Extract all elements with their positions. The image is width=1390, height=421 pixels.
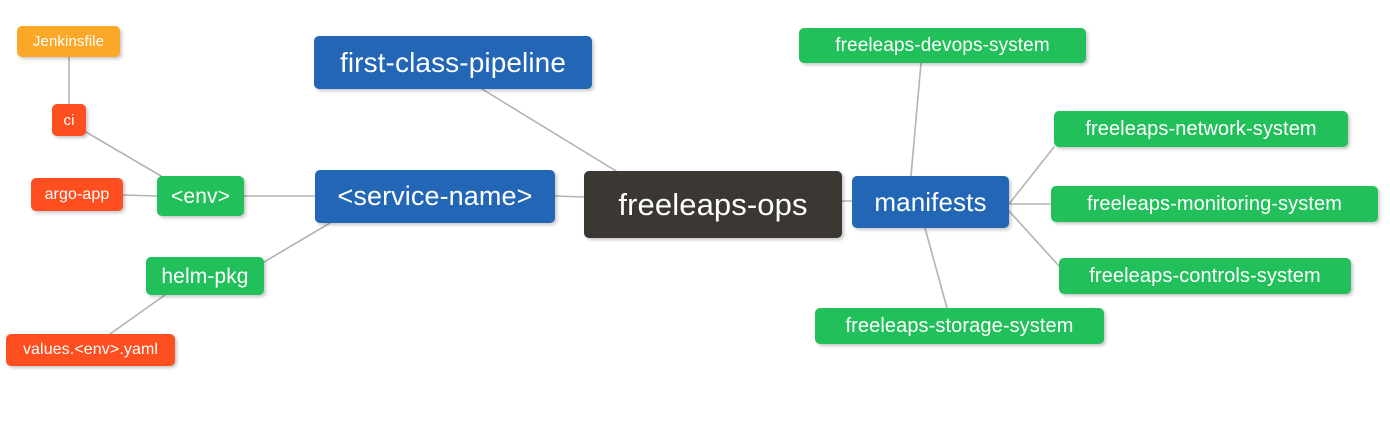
node-freeleaps-storage-system[interactable]: freeleaps-storage-system — [815, 308, 1104, 344]
node-freeleaps-ops[interactable]: freeleaps-ops — [584, 171, 842, 238]
edge-first-class-pipeline-to-freeleaps-ops — [481, 88, 617, 172]
node-freeleaps-network-system[interactable]: freeleaps-network-system — [1054, 111, 1348, 147]
node-freeleaps-monitoring-system[interactable]: freeleaps-monitoring-system — [1051, 186, 1378, 222]
edge-service-name-to-freeleaps-ops — [554, 195, 585, 198]
edge-freeleaps-devops-system-to-manifests — [910, 62, 922, 177]
edge-freeleaps-network-system-to-manifests — [1008, 146, 1055, 205]
node-helm-pkg[interactable]: helm-pkg — [146, 257, 264, 295]
edge-service-name-to-helm-pkg — [263, 222, 331, 263]
node-jenkinsfile[interactable]: Jenkinsfile — [17, 26, 120, 57]
edge-helm-pkg-to-values-yaml — [109, 294, 166, 335]
node-freeleaps-controls-system[interactable]: freeleaps-controls-system — [1059, 258, 1351, 294]
node-ci[interactable]: ci — [52, 104, 86, 136]
node-env[interactable]: <env> — [157, 176, 244, 216]
edge-ci-to-env — [85, 131, 162, 177]
node-argo-app[interactable]: argo-app — [31, 178, 123, 211]
edge-argo-app-to-env — [122, 194, 158, 197]
node-first-class-pipeline[interactable]: first-class-pipeline — [314, 36, 592, 89]
node-service-name[interactable]: <service-name> — [315, 170, 555, 223]
edge-freeleaps-storage-system-to-manifests — [924, 227, 948, 309]
node-values-yaml[interactable]: values.<env>.yaml — [6, 334, 175, 366]
node-manifests[interactable]: manifests — [852, 176, 1009, 228]
node-freeleaps-devops-system[interactable]: freeleaps-devops-system — [799, 28, 1086, 63]
